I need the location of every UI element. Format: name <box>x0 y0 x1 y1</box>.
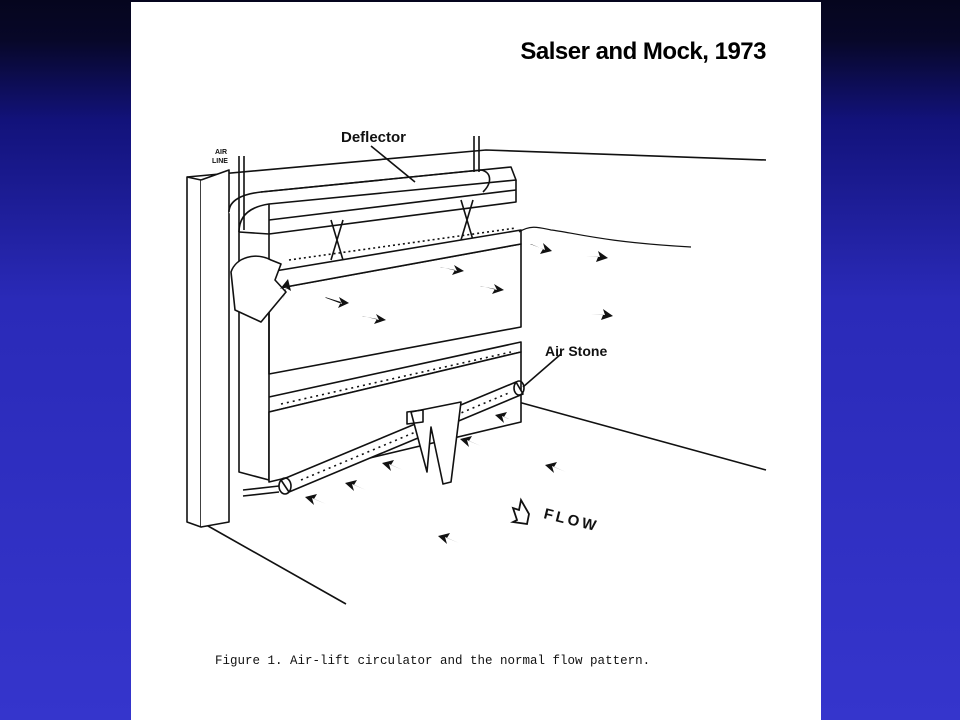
label-air-stone: Air Stone <box>545 343 607 359</box>
flow-arrow <box>280 279 291 300</box>
circulator-end-plate <box>186 176 202 528</box>
label-air-line-bottom: LINE <box>212 158 228 165</box>
deflector-leader-line <box>370 145 416 183</box>
deflector-hood <box>228 166 517 233</box>
flow-arrow <box>325 297 349 308</box>
flow-arrow <box>305 494 326 505</box>
label-air-line-top: AIR <box>215 149 227 156</box>
flow-arrow <box>480 284 504 294</box>
flow-direction-arrow <box>510 497 530 526</box>
raceway-back-wall <box>186 149 767 178</box>
inlet-scoop <box>230 255 287 323</box>
flow-arrow <box>591 309 613 320</box>
flow-arrow <box>460 436 481 447</box>
air-lift-circulator-drawing: Deflector AIR LINE Air Stone FLOW <box>186 129 767 605</box>
flow-arrow <box>545 462 566 473</box>
raceway-floor-line <box>510 399 767 471</box>
figure-caption: Figure 1. Air-lift circulator and the no… <box>215 654 651 668</box>
label-deflector: Deflector <box>341 129 406 146</box>
flow-arrow <box>495 412 516 423</box>
flow-arrows <box>280 243 613 544</box>
citation-title: Salser and Mock, 1973 <box>520 38 766 65</box>
air-line-pipe-left <box>238 156 245 232</box>
flow-arrow <box>586 251 608 262</box>
circulator-lower-panel <box>268 351 522 483</box>
scanned-figure-page: Salser and Mock, 1973 <box>131 2 821 720</box>
flow-arrow <box>530 243 552 254</box>
flow-arrow <box>382 460 403 471</box>
flow-arrow <box>440 265 464 275</box>
air-line-pipe-right <box>473 136 480 172</box>
flow-arrow <box>362 314 386 324</box>
air-stone-leader-line <box>522 353 562 388</box>
raceway-front-floor <box>200 521 347 605</box>
foam-band-top <box>288 227 517 261</box>
center-support-stand <box>410 401 462 485</box>
label-flow: FLOW <box>542 505 601 535</box>
flow-arrow <box>345 480 366 491</box>
flow-arrow <box>438 533 459 544</box>
